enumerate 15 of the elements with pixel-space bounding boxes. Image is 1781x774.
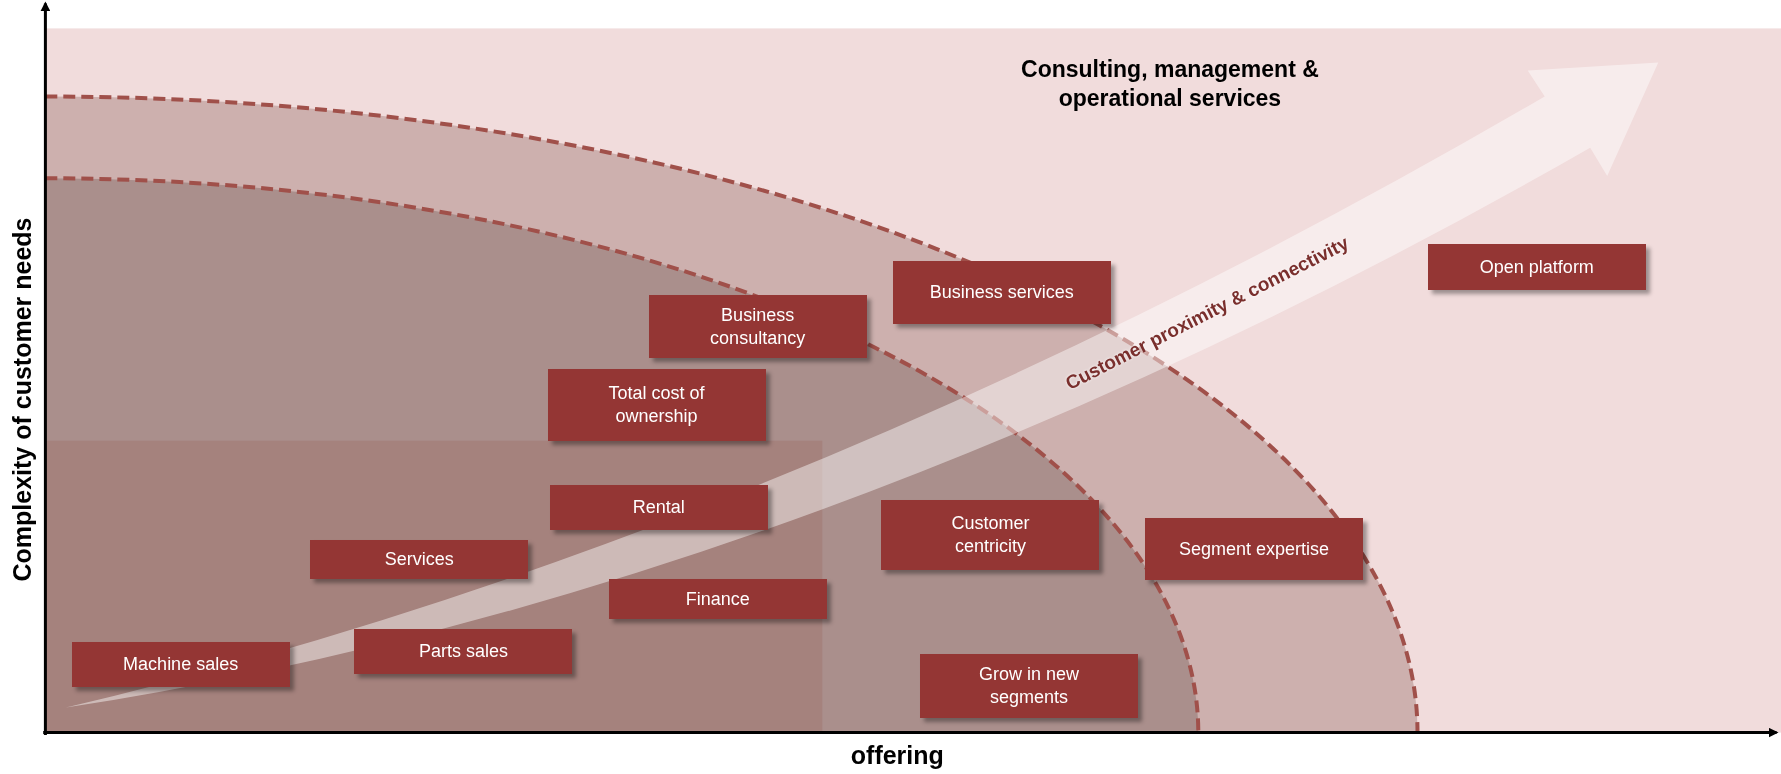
offering-box: Services (310, 539, 529, 580)
region-heading: Consulting, management & operational services (1020, 54, 1320, 114)
offering-box: Segment expertise (1144, 517, 1363, 581)
offering-box: Rental (549, 485, 768, 531)
offering-box: Finance (608, 579, 827, 620)
offering-box: Business consultancy (648, 295, 867, 358)
axis-title: offering (850, 740, 944, 770)
offering-box: Business services (892, 261, 1111, 324)
offering-box: Open platform (1427, 244, 1646, 290)
axis-title: Complexity of customer needs (8, 217, 38, 582)
offering-box: Machine sales (71, 641, 290, 688)
offering-box: Customer centricity (881, 499, 1100, 571)
offering-box: Parts sales (354, 629, 573, 674)
offering-box: Total cost of ownership (547, 369, 766, 441)
offering-box: Grow in new segments (920, 654, 1139, 718)
